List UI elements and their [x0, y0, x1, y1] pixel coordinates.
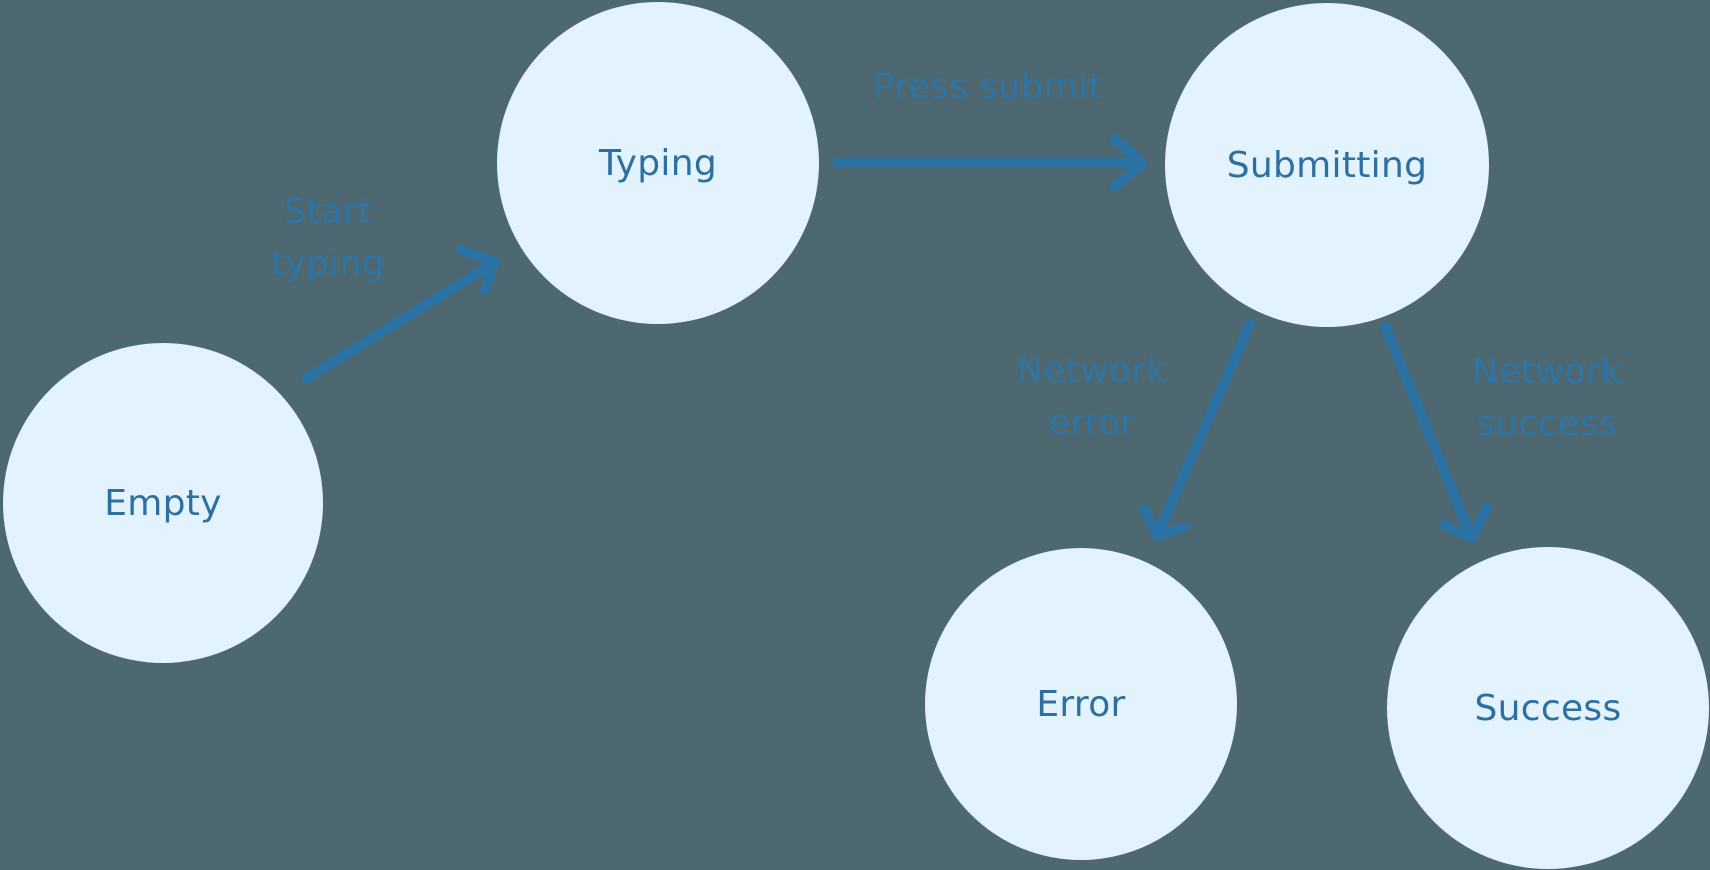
edge-label-network-success: Network success [1472, 352, 1622, 444]
state-label-typing: Typing [598, 142, 717, 184]
arrow-press-submit-head [1110, 134, 1147, 192]
arrow-network-error-head [1139, 504, 1189, 541]
state-node-submitting: Submitting [1165, 3, 1489, 327]
state-node-typing: Typing [497, 2, 819, 324]
state-node-error: Error [925, 548, 1237, 860]
edge-label-start-typing: Start typing [271, 192, 385, 284]
edge-label-press-submit: Press submit [873, 67, 1103, 107]
edge-label-network-error: Network error [1017, 351, 1167, 443]
state-node-empty: Empty [3, 343, 323, 663]
state-label-success: Success [1474, 687, 1622, 729]
state-node-success: Success [1387, 547, 1709, 869]
state-label-empty: Empty [104, 482, 222, 524]
state-label-error: Error [1036, 683, 1126, 725]
state-label-submitting: Submitting [1226, 144, 1428, 186]
arrow-press-submit [832, 134, 1147, 192]
arrow-network-success-head [1439, 502, 1492, 543]
arrow-start-typing-head [456, 245, 500, 295]
